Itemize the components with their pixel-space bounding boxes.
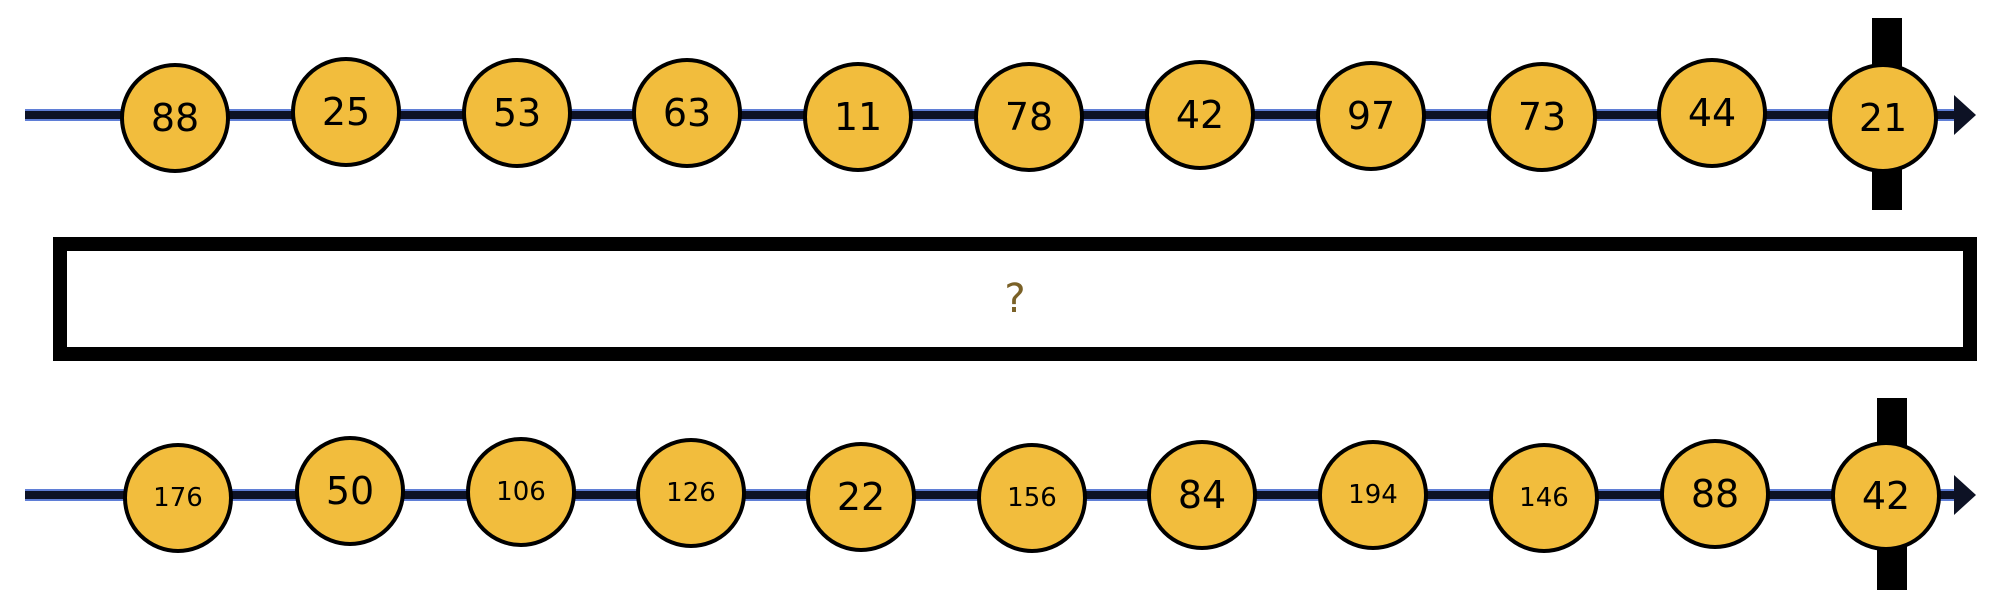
output-marble: 156 (977, 443, 1087, 553)
output-marble: 42 (1831, 441, 1941, 551)
input-stream: 88 25 53 63 11 78 42 97 73 44 21 (0, 18, 1990, 210)
output-marble: 176 (123, 443, 233, 553)
output-marble: 84 (1147, 440, 1257, 550)
output-marbles: 176 50 106 126 22 156 84 194 146 88 42 (0, 398, 1990, 568)
output-stream: 176 50 106 126 22 156 84 194 146 88 42 (0, 398, 1990, 590)
input-marbles: 88 25 53 63 11 78 42 97 73 44 21 (0, 18, 1990, 188)
input-marble: 97 (1316, 61, 1426, 171)
output-marble: 126 (636, 438, 746, 548)
operator-box: ? (53, 237, 1977, 361)
operator-label: ? (1004, 276, 1026, 322)
input-marble: 73 (1487, 62, 1597, 172)
output-marble: 194 (1318, 440, 1428, 550)
input-marble: 63 (632, 58, 742, 168)
output-timeline-arrow-icon (1954, 475, 1976, 515)
input-marble: 42 (1145, 60, 1255, 170)
input-marble: 21 (1828, 63, 1938, 173)
output-marble: 22 (806, 442, 916, 552)
input-timeline-arrow-icon (1954, 95, 1976, 135)
input-marble: 25 (291, 57, 401, 167)
input-marble: 11 (803, 62, 913, 172)
output-marble: 146 (1489, 443, 1599, 553)
input-marble: 44 (1657, 58, 1767, 168)
output-marble: 106 (466, 437, 576, 547)
output-marble: 88 (1660, 439, 1770, 549)
input-marble: 78 (974, 62, 1084, 172)
output-marble: 50 (295, 436, 405, 546)
input-marble: 88 (120, 63, 230, 173)
input-marble: 53 (462, 58, 572, 168)
